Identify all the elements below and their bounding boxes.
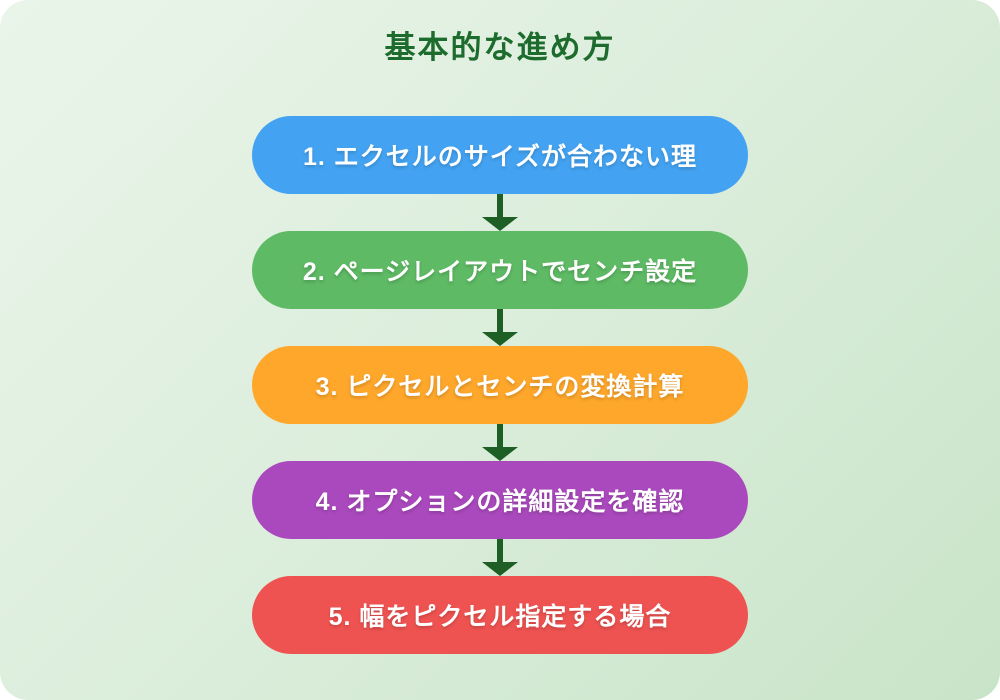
flow-arrow-down	[480, 424, 520, 461]
step-pill-2: 2. ページレイアウトでセンチ設定	[252, 231, 748, 309]
flow-arrow-down	[480, 309, 520, 346]
step-label: 2. ページレイアウトでセンチ設定	[302, 258, 698, 286]
step-pill-4: 4. オプションの詳細設定を確認	[252, 461, 748, 539]
step-pill-1: 1. エクセルのサイズが合わない理	[252, 116, 748, 194]
step-label: 1. エクセルのサイズが合わない理	[302, 143, 698, 171]
flow-arrow-down	[480, 539, 520, 576]
page-title: 基本的な進め方	[384, 30, 616, 65]
arrow-down-icon	[482, 309, 518, 346]
flow-arrow-down	[480, 194, 520, 231]
arrow-down-icon	[482, 539, 518, 576]
step-label: 5. 幅をピクセル指定する場合	[328, 603, 672, 631]
arrow-down-icon	[482, 424, 518, 461]
step-label: 4. オプションの詳細設定を確認	[315, 488, 685, 516]
arrow-down-icon	[482, 194, 518, 231]
step-pill-5: 5. 幅をピクセル指定する場合	[252, 576, 748, 654]
flow-diagram: 1. エクセルのサイズが合わない理 2. ページレイアウトでセンチ設定 3. ピクセ…	[0, 116, 1000, 654]
step-pill-3: 3. ピクセルとセンチの変換計算	[252, 346, 748, 424]
step-label: 3. ピクセルとセンチの変換計算	[315, 373, 685, 401]
